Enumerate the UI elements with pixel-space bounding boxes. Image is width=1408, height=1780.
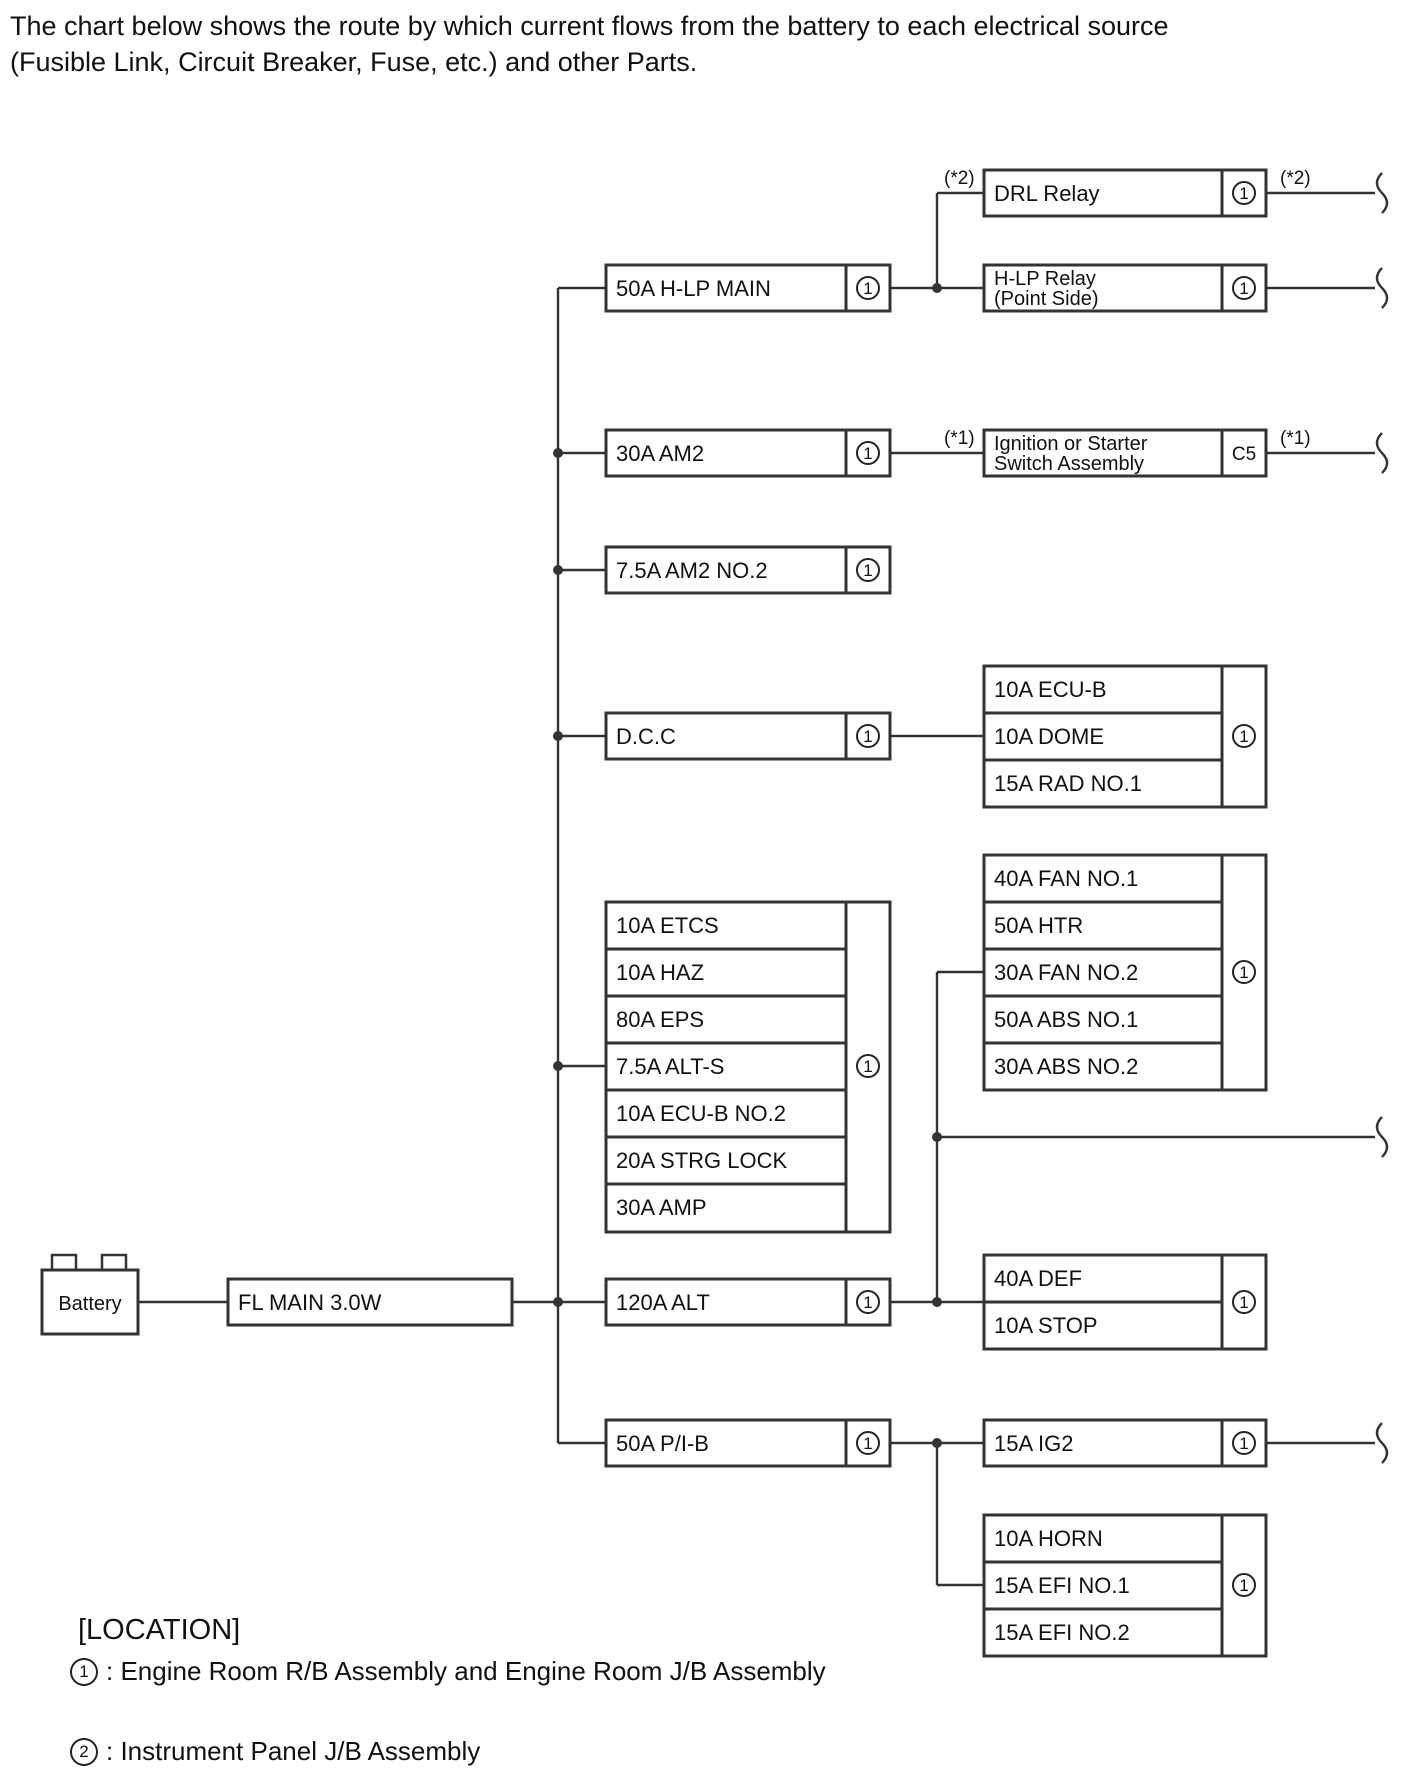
location-mark: 1: [863, 727, 872, 746]
fuse-label: 15A RAD NO.1: [994, 771, 1142, 796]
fl-main-label: FL MAIN 3.0W: [238, 1290, 382, 1315]
fuse-label: 120A ALT: [616, 1290, 710, 1315]
battery-label: Battery: [58, 1293, 121, 1315]
note-out: (*2): [1280, 168, 1311, 189]
location-mark: 1: [863, 1434, 872, 1453]
fuse-label: 30A AMP: [616, 1195, 707, 1220]
fuse-15a-ig2: 15A IG2 1: [982, 1418, 1268, 1468]
location-title: [LOCATION]: [78, 1614, 241, 1646]
note-in: (*2): [944, 168, 975, 189]
fuse-label: 7.5A AM2 NO.2: [616, 558, 768, 583]
location-item-2: 2 : Instrument Panel J/B Assembly: [70, 1736, 480, 1767]
intro-line-1: The chart below shows the route by which…: [10, 11, 1169, 41]
junction-dots: [553, 283, 942, 1448]
fl-main-fuse: FL MAIN 3.0W: [226, 1277, 514, 1327]
ignition-line2: Switch Assembly: [994, 453, 1144, 475]
fuse-label: 7.5A ALT-S: [616, 1054, 724, 1079]
location-mark: 1: [863, 444, 872, 463]
fuse-50a-pib: 50A P/I-B 1: [604, 1418, 892, 1468]
fuse-label: 10A HAZ: [616, 960, 704, 985]
fuse-7-5a-am2-no2: 7.5A AM2 NO.2 1: [604, 545, 892, 595]
hlp-relay-line2: (Point Side): [994, 288, 1099, 310]
drl-relay: (*2) DRL Relay 1 (*2): [944, 168, 1311, 218]
fuse-label: 40A FAN NO.1: [994, 866, 1138, 891]
ignition-switch: (*1) Ignition or Starter Switch Assembly…: [944, 428, 1311, 478]
location-mark-icon: 2: [70, 1737, 98, 1766]
location-mark-icon: 1: [70, 1657, 98, 1686]
fuse-dcc: D.C.C 1: [604, 711, 892, 761]
fuse-group-horn: 10A HORN 15A EFI NO.1 15A EFI NO.2 1: [982, 1513, 1268, 1658]
location-mark: 1: [863, 279, 872, 298]
fuse-label: 15A EFI NO.1: [994, 1573, 1130, 1598]
fuse-label: 10A STOP: [994, 1313, 1098, 1338]
ignition-line1: Ignition or Starter: [994, 433, 1148, 455]
location-mark: 1: [863, 1057, 872, 1076]
fuse-group-fan: 40A FAN NO.1 50A HTR 30A FAN NO.2 50A AB…: [982, 853, 1268, 1092]
fuse-label: 50A P/I-B: [616, 1431, 709, 1456]
fuse-group-etcs: 10A ETCS 10A HAZ 80A EPS 7.5A ALT-S 10A …: [604, 900, 892, 1234]
fuse-label: 20A STRG LOCK: [616, 1148, 788, 1173]
connector-label: C5: [1232, 444, 1256, 465]
intro-text: The chart below shows the route by which…: [10, 8, 1390, 80]
location-text: : Instrument Panel J/B Assembly: [106, 1736, 481, 1766]
note-out: (*1): [1280, 428, 1311, 449]
fuse-label: 30A AM2: [616, 441, 704, 466]
fuse-label: 30A FAN NO.2: [994, 960, 1138, 985]
location-mark: 1: [1239, 279, 1248, 298]
fuse-50a-hlp-main: 50A H-LP MAIN 1: [604, 263, 892, 313]
location-mark: 1: [1239, 727, 1248, 746]
fuse-label: 50A ABS NO.1: [994, 1007, 1138, 1032]
fuse-120a-alt: 120A ALT 1: [604, 1277, 892, 1327]
location-text: : Engine Room R/B Assembly and Engine Ro…: [106, 1656, 826, 1686]
location-mark: 1: [863, 561, 872, 580]
hlp-relay: H-LP Relay (Point Side) 1: [982, 263, 1268, 313]
fuse-label: 30A ABS NO.2: [994, 1054, 1138, 1079]
fuse-30a-am2: 30A AM2 1: [604, 428, 892, 478]
location-mark: 1: [1239, 1576, 1248, 1595]
fuse-label: 10A HORN: [994, 1526, 1103, 1551]
location-mark: 1: [1239, 184, 1248, 203]
note-in: (*1): [944, 428, 975, 449]
fuse-label: 10A ECU-B NO.2: [616, 1101, 786, 1126]
fuse-label: 15A IG2: [994, 1431, 1074, 1456]
location-item-1: 1 : Engine Room R/B Assembly and Engine …: [70, 1656, 826, 1687]
fuse-label: 40A DEF: [994, 1266, 1082, 1291]
fuse-group-def: 40A DEF 10A STOP 1: [982, 1253, 1268, 1351]
fuse-label: 10A ECU-B: [994, 677, 1107, 702]
fuse-label: 15A EFI NO.2: [994, 1620, 1130, 1645]
continuation-marks: [1375, 172, 1389, 1464]
intro-line-2: (Fusible Link, Circuit Breaker, Fuse, et…: [10, 47, 698, 77]
fuse-label: 10A ETCS: [616, 913, 719, 938]
location-mark: 1: [1239, 1293, 1248, 1312]
location-mark: 1: [1239, 963, 1248, 982]
fuse-label: D.C.C: [616, 724, 676, 749]
location-mark: 1: [863, 1293, 872, 1312]
fuse-label: 80A EPS: [616, 1007, 704, 1032]
location-mark: 1: [1239, 1434, 1248, 1453]
battery: Battery: [40, 1253, 140, 1336]
fuse-group-ecu-b: 10A ECU-B 10A DOME 15A RAD NO.1 1: [982, 664, 1268, 809]
drl-relay-label: DRL Relay: [994, 181, 1100, 206]
fuse-label: 50A H-LP MAIN: [616, 276, 771, 301]
fuse-label: 50A HTR: [994, 913, 1083, 938]
hlp-relay-line1: H-LP Relay: [994, 268, 1096, 290]
fuse-label: 10A DOME: [994, 724, 1104, 749]
